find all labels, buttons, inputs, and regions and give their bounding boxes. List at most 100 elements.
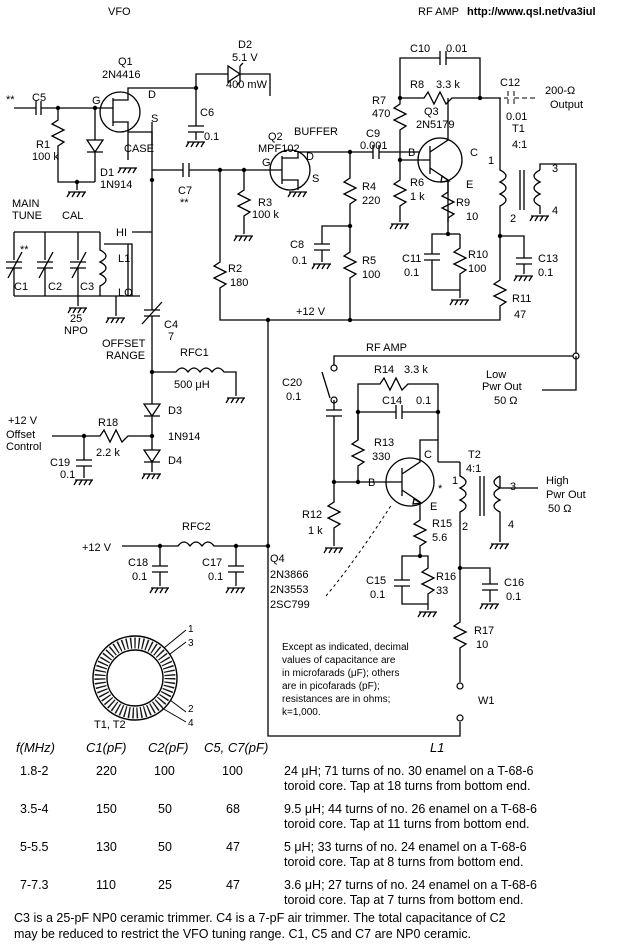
low-power-label: Low [486, 369, 506, 381]
q3-emitter-label: E [466, 179, 473, 191]
c8-label: C8 [290, 239, 304, 251]
output-label: Output [550, 99, 583, 111]
cell-c1: 130 [96, 840, 117, 854]
r5-label: R5 [362, 255, 376, 267]
q4-part-1: 2N3866 [270, 569, 309, 581]
d1-label: D1 [100, 167, 114, 179]
rfc1-choke [152, 367, 237, 396]
c4-label: C4 [164, 319, 178, 331]
c1-star-mark: ** [20, 244, 29, 256]
q1-source-label: S [151, 113, 158, 125]
c15-label: C15 [366, 575, 386, 587]
c10-value: 0.01 [446, 43, 467, 55]
r13-value: 330 [372, 451, 390, 463]
r12-value: 1 k [308, 525, 323, 537]
cell-freq: 7-7.3 [20, 878, 49, 892]
c3-type: NPO [64, 325, 88, 337]
r17-resistor [452, 568, 468, 682]
cell-c5c7: 47 [226, 840, 240, 854]
d2-zener [152, 62, 271, 96]
t1-pin1: 1 [488, 155, 494, 167]
cell-c2: 100 [154, 764, 175, 778]
c7-label: C7 [178, 185, 192, 197]
r2-label: R2 [228, 263, 242, 275]
q4-base-label: B [368, 477, 375, 489]
range-label: RANGE [106, 350, 145, 362]
c12-label: C12 [500, 77, 520, 89]
c20-label: C20 [282, 377, 302, 389]
c15-value: 0.1 [370, 589, 385, 601]
d1-diode [85, 108, 105, 182]
cell-c2: 50 [158, 840, 172, 854]
r14-resistor [357, 376, 439, 440]
cell-freq: 1.8-2 [20, 764, 49, 778]
c9-capacitor [350, 145, 420, 159]
q1-part: 2N4416 [102, 69, 141, 81]
c4-trimmer [144, 232, 160, 372]
r7-value: 470 [372, 108, 390, 120]
q2-label: Q2 [268, 131, 283, 143]
source-url: http://www.qsl.net/va3iul [467, 6, 596, 18]
l1-inductor [98, 232, 107, 296]
r10-resistor [452, 234, 468, 290]
q4-emitter-label: E [430, 501, 437, 513]
c2-label: C2 [48, 281, 62, 293]
c7-capacitor [152, 163, 250, 177]
t1-pin4: 4 [552, 205, 558, 217]
toroid-drawing [92, 629, 187, 723]
r15-c15 [394, 512, 428, 605]
c17-capacitor [228, 546, 244, 586]
c5-capacitor [14, 101, 100, 115]
r16-resistor [420, 555, 436, 610]
c18-value: 0.1 [132, 571, 147, 583]
r16-label: R16 [436, 571, 456, 583]
main-tune-label-2: TUNE [12, 210, 42, 222]
low-power-impedance: 50 Ω [494, 395, 518, 407]
c1-label: C1 [14, 281, 28, 293]
c6-value: 0.1 [204, 131, 219, 143]
r13-resistor [350, 412, 366, 482]
c14-capacitor [358, 405, 438, 419]
c10-label: C10 [410, 43, 430, 55]
c18-capacitor [152, 546, 168, 586]
c13-label: C13 [538, 253, 558, 265]
cell-c5c7: 47 [226, 878, 240, 892]
r15-value: 5.6 [432, 532, 447, 544]
offset-control-label-1: Offset [6, 429, 35, 441]
cell-l1-line1: 5 μH; 33 turns of no. 24 enamel on a T-6… [284, 840, 527, 854]
r7-label: R7 [372, 95, 386, 107]
cell-l1-line2: toroid core. Tap at 8 turns from bottom … [284, 855, 524, 869]
c7-star-mark: ** [180, 197, 189, 209]
c17-label: C17 [202, 557, 222, 569]
r14-label: R14 [374, 364, 394, 376]
c6-capacitor [188, 88, 204, 140]
c16-value: 0.1 [506, 591, 521, 603]
rf-amp-supply-label: +12 V [82, 542, 112, 554]
col-l1-header: L1 [430, 740, 445, 755]
rf-amp-section-label: RF AMP [366, 342, 407, 354]
c5-label: C5 [32, 92, 46, 104]
rf-amp-heading: RF AMP [418, 6, 459, 18]
vfo-heading: VFO [108, 6, 131, 18]
offset-control-label-2: Control [6, 441, 41, 453]
output-impedance: 200-Ω [545, 85, 575, 97]
t1-transformer [498, 150, 525, 236]
rfc1-value: 500 μH [174, 379, 210, 391]
r2-value: 180 [230, 277, 248, 289]
l1-label: L1 [118, 253, 130, 265]
d3-part: 1N914 [168, 431, 200, 443]
d3-d4-diodes [142, 372, 162, 472]
footnote-line-1: C3 is a 25-pF NP0 ceramic trimmer. C4 is… [14, 911, 506, 925]
t2-label: T2 [468, 449, 481, 461]
cal-label: CAL [62, 210, 83, 222]
r3-value: 100 k [252, 209, 279, 221]
r12-label: R12 [302, 509, 322, 521]
note-line-3: in microfarads (μF); others [282, 668, 399, 679]
r10-value: 100 [468, 263, 486, 275]
d4-label: D4 [168, 455, 182, 467]
r5-value: 100 [362, 269, 380, 281]
c12-capacitor [480, 91, 538, 105]
c20-capacitor [326, 400, 392, 483]
d2-label: D2 [238, 39, 252, 51]
q1-case-label: CASE [124, 143, 154, 155]
